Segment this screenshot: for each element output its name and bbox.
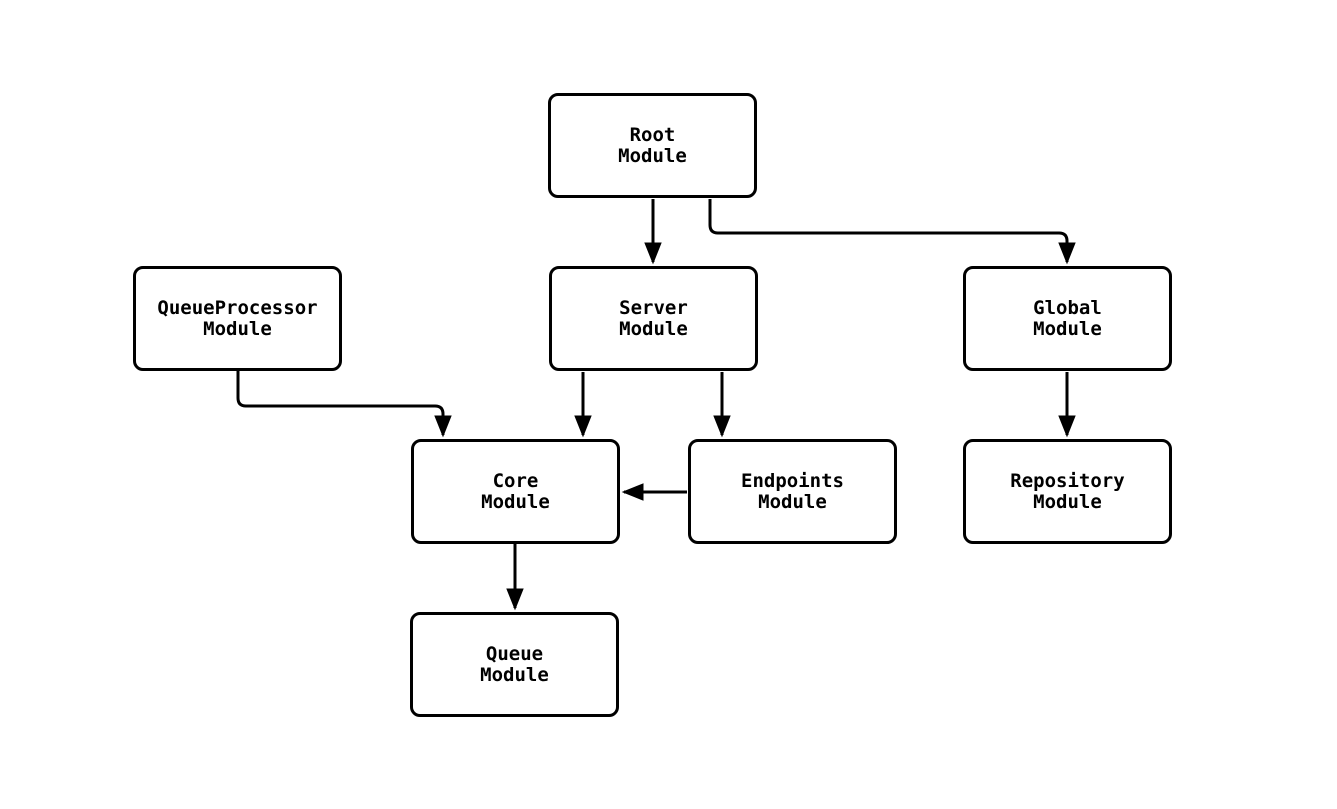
- node-endpoints-module-label: Endpoints Module: [741, 469, 844, 513]
- node-server-module: Server Module: [549, 266, 758, 371]
- node-queue-module-label: Queue Module: [480, 642, 549, 686]
- node-server-module-label: Server Module: [619, 296, 688, 340]
- node-queueprocessor-module-label: QueueProcessor Module: [157, 296, 318, 340]
- edge-queueprocessor-to-core: [236, 371, 452, 438]
- edge-root-to-global: [708, 199, 1076, 265]
- node-global-module-label: Global Module: [1033, 296, 1102, 340]
- node-core-module-label: Core Module: [481, 469, 550, 513]
- node-endpoints-module: Endpoints Module: [688, 439, 897, 544]
- node-root-module-label: Root Module: [618, 123, 687, 167]
- node-queueprocessor-module: QueueProcessor Module: [133, 266, 342, 371]
- node-global-module: Global Module: [963, 266, 1172, 371]
- node-repository-module: Repository Module: [963, 439, 1172, 544]
- node-repository-module-label: Repository Module: [1010, 469, 1125, 513]
- node-root-module: Root Module: [548, 93, 757, 198]
- node-core-module: Core Module: [411, 439, 620, 544]
- node-queue-module: Queue Module: [410, 612, 619, 717]
